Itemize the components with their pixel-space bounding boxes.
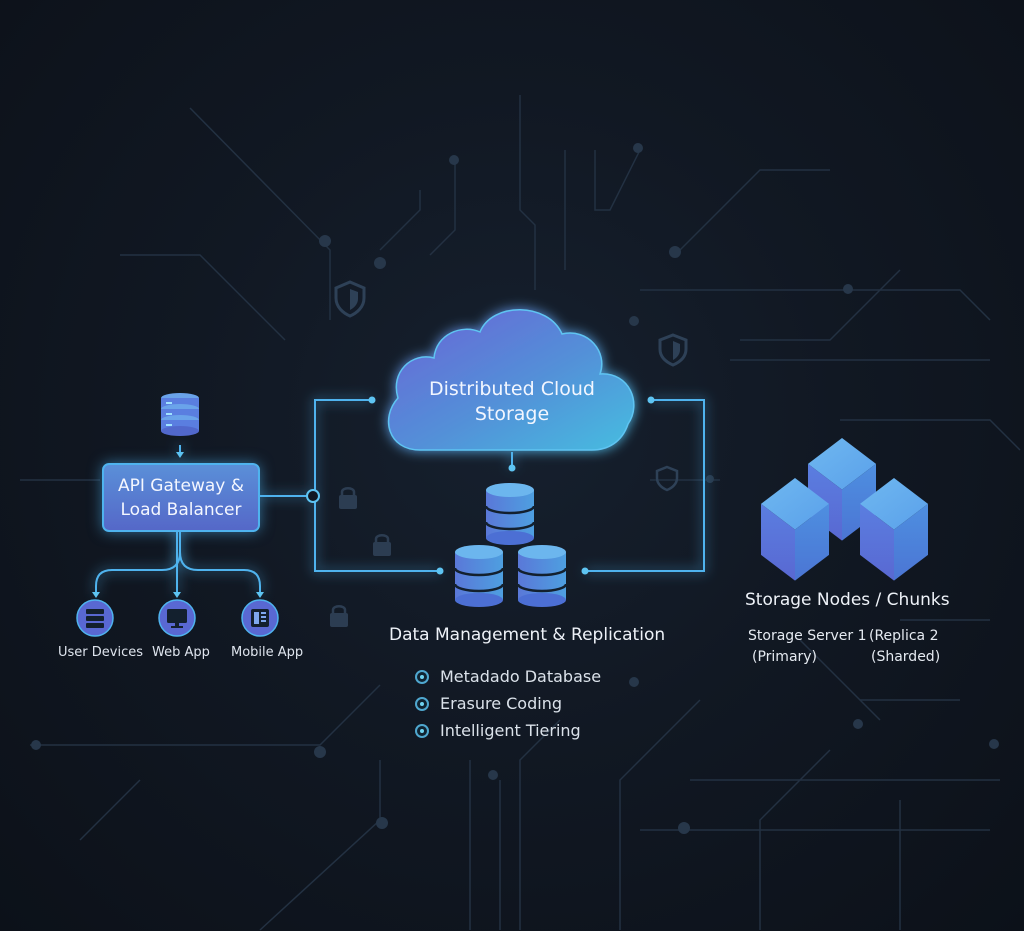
connector-gateway-fanout xyxy=(95,528,181,594)
storage-cubes xyxy=(761,438,928,581)
lock-icon xyxy=(339,487,357,509)
shield-icon xyxy=(655,465,679,492)
api-gateway-box: API Gateway & Load Balancer xyxy=(102,463,260,532)
replica-label: (Replica 2 (Sharded) xyxy=(869,626,940,668)
lock-icon xyxy=(373,534,391,556)
connector-junction xyxy=(306,489,320,503)
database-cylinder-icon xyxy=(516,545,568,607)
database-cluster xyxy=(453,483,568,607)
connector-gateway-to-cloud xyxy=(256,399,372,497)
storage-server-line1: Storage Server 1 xyxy=(748,628,867,644)
cloud-title-line2: Storage xyxy=(474,403,550,425)
shield-icon xyxy=(334,280,366,318)
connector-lines xyxy=(95,399,705,594)
database-cylinder-icon xyxy=(453,545,505,607)
client-label-user-devices: User Devices xyxy=(58,645,143,660)
list-item-intelligent-tiering: Intelligent Tiering xyxy=(440,721,581,740)
list-item-metadata-database: Metadado Database xyxy=(440,667,602,686)
storage-nodes-title: Storage Nodes / Chunks xyxy=(745,590,950,610)
server-rack-icon xyxy=(76,599,114,637)
storage-cube-icon xyxy=(860,478,928,581)
connector-cloud-to-nodes xyxy=(585,399,705,572)
storage-server-label: Storage Server 1 (Primary) xyxy=(748,626,867,668)
list-item-erasure-coding: Erasure Coding xyxy=(440,694,562,713)
list-bullet xyxy=(415,670,429,684)
client-label-mobile-app: Mobile App xyxy=(231,645,304,660)
replica-line1: (Replica 2 xyxy=(869,628,939,644)
gateway-title-line1: API Gateway & xyxy=(117,475,245,496)
connector-endpoints xyxy=(368,396,655,575)
mobile-screen-icon xyxy=(241,599,279,637)
storage-cube-icon xyxy=(761,478,829,581)
data-management-title: Data Management & Replication xyxy=(389,625,666,645)
gateway-title-line2: Load Balancer xyxy=(120,499,242,520)
connector-gateway-to-datastore xyxy=(314,496,440,572)
storage-server-line2: (Primary) xyxy=(752,649,818,665)
replica-line2: (Sharded) xyxy=(871,649,941,665)
server-stack-icon xyxy=(161,393,199,436)
arrowheads xyxy=(92,452,264,598)
shield-icon xyxy=(658,333,688,367)
cloud-title: Distributed Cloud Storage xyxy=(412,377,612,427)
database-cylinder-icon xyxy=(484,483,536,545)
cloud-shape xyxy=(388,309,635,451)
list-bullet xyxy=(415,697,429,711)
client-label-web-app: Web App xyxy=(152,645,210,660)
list-bullet xyxy=(415,724,429,738)
lock-icon xyxy=(330,605,348,627)
background-circuit-nodes xyxy=(31,143,999,834)
cloud-title-line1: Distributed Cloud xyxy=(429,378,595,400)
monitor-icon xyxy=(158,599,196,637)
